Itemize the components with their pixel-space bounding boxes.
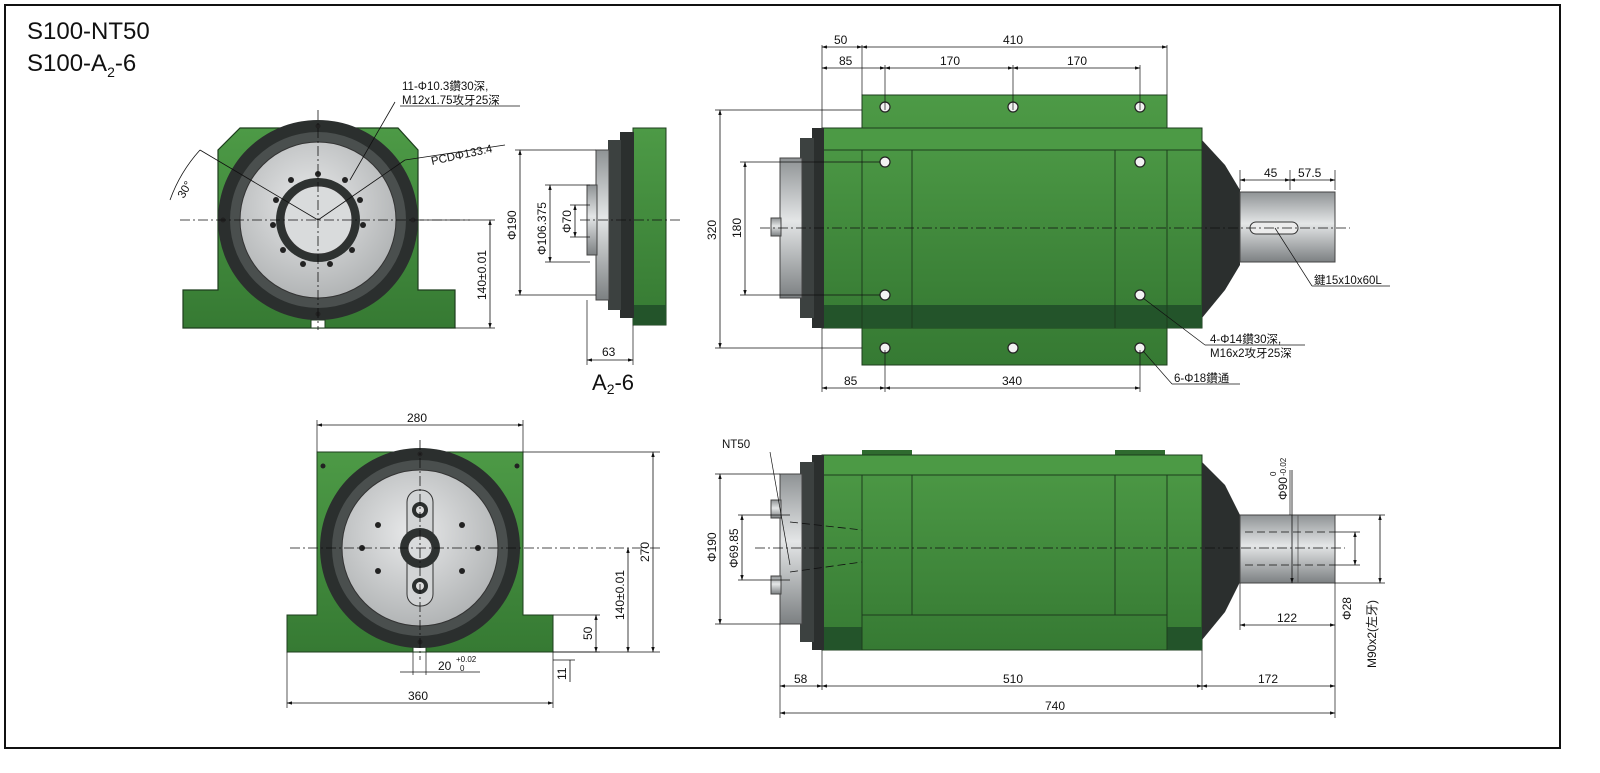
dim-m90: M90x2(左牙): [1364, 600, 1379, 668]
dim-140-nt50: 140±0.01: [613, 570, 627, 620]
angle-label: 30°: [176, 180, 195, 201]
pcd-label: PCDΦ133.4: [430, 143, 494, 168]
a26-label-sub: 2: [607, 381, 615, 397]
bolt-note-2: M12x1.75攻牙25深: [402, 93, 500, 107]
bolt-holes-front: [220, 123, 416, 317]
dim-50-base: 50: [581, 626, 595, 640]
side-view-nt50: NT50 Φ190 Φ69.85 Φ90 0 -0.02 Φ28 M90x2(左…: [705, 439, 1385, 718]
front-view-nt50: 280 270 140±0.01 50 11 20 +0.02 0 360: [286, 411, 660, 708]
dim-340: 340: [1002, 374, 1022, 388]
dim-20: 20: [438, 659, 452, 673]
dim-20-tol-lo: 0: [460, 664, 465, 673]
dim-90-tol-up: 0: [1269, 471, 1278, 476]
model-title-nt50: S100-NT50: [27, 18, 150, 45]
drawing-frame: [4, 4, 1561, 749]
dim-45: 45: [1264, 166, 1278, 180]
model-title-a26-base: S100-A: [27, 50, 108, 77]
dim-63: 63: [602, 345, 616, 359]
tap-note-2: M16x2攻牙25深: [1210, 346, 1292, 360]
side-view-a26: Φ190 Φ106.375 Φ70 63 A2-6: [505, 127, 680, 397]
dim-90: Φ90: [1276, 477, 1290, 500]
thru-hole-note: 6-Φ18鑽通: [1174, 371, 1230, 385]
front-view-a26: 30° 11-Φ10.3鑽30深, M12x1.75攻牙25深 PCDΦ133.…: [169, 79, 520, 330]
dim-106-a26: Φ106.375: [535, 202, 549, 255]
model-title-a26: S100-A2-6: [27, 50, 136, 80]
a26-label: A2-6: [592, 370, 634, 397]
key-note: 鍵15x10x60L: [1314, 273, 1382, 287]
dim-122: 122: [1277, 611, 1297, 625]
dim-170-b: 170: [1067, 54, 1087, 68]
dim-280: 280: [407, 411, 427, 425]
bolt-note-1: 11-Φ10.3鑽30深,: [402, 79, 488, 93]
dim-70-a26: Φ70: [560, 210, 574, 233]
model-title-a26-tail: -6: [114, 50, 137, 77]
dim-270: 270: [638, 542, 652, 562]
dim-190-a26: Φ190: [505, 210, 519, 240]
dim-510: 510: [1003, 672, 1023, 686]
dim-50-top: 50: [834, 33, 848, 47]
dim-180: 180: [730, 218, 744, 238]
dim-90-tol-lo: -0.02: [1279, 457, 1288, 476]
dim-11: 11: [555, 667, 569, 680]
dim-20-tol-up: +0.02: [456, 655, 477, 664]
dim-28: Φ28: [1340, 597, 1354, 620]
a26-label-base: A: [592, 370, 607, 395]
dim-57-5: 57.5: [1298, 166, 1322, 180]
dim-172: 172: [1258, 672, 1278, 686]
dim-58: 58: [794, 672, 808, 686]
dim-360: 360: [408, 689, 428, 703]
dim-320: 320: [705, 220, 719, 240]
a26-label-tail: -6: [614, 370, 634, 395]
dim-190-nt50: Φ190: [705, 532, 719, 562]
dim-140-front: 140±0.01: [475, 250, 489, 300]
nt50-label: NT50: [722, 439, 750, 451]
tap-note-1: 4-Φ14鑽30深,: [1210, 332, 1281, 346]
dim-740: 740: [1045, 699, 1065, 713]
dim-170-a: 170: [940, 54, 960, 68]
dim-410: 410: [1003, 33, 1023, 47]
dim-85-bottom: 85: [844, 374, 858, 388]
dim-69-85: Φ69.85: [727, 528, 741, 568]
plan-view: 50 410 85 170 170 320 180 85 340 45 57.5…: [705, 33, 1390, 392]
model-title-a26-sub: 2: [107, 63, 115, 80]
dim-85-top: 85: [839, 54, 853, 68]
